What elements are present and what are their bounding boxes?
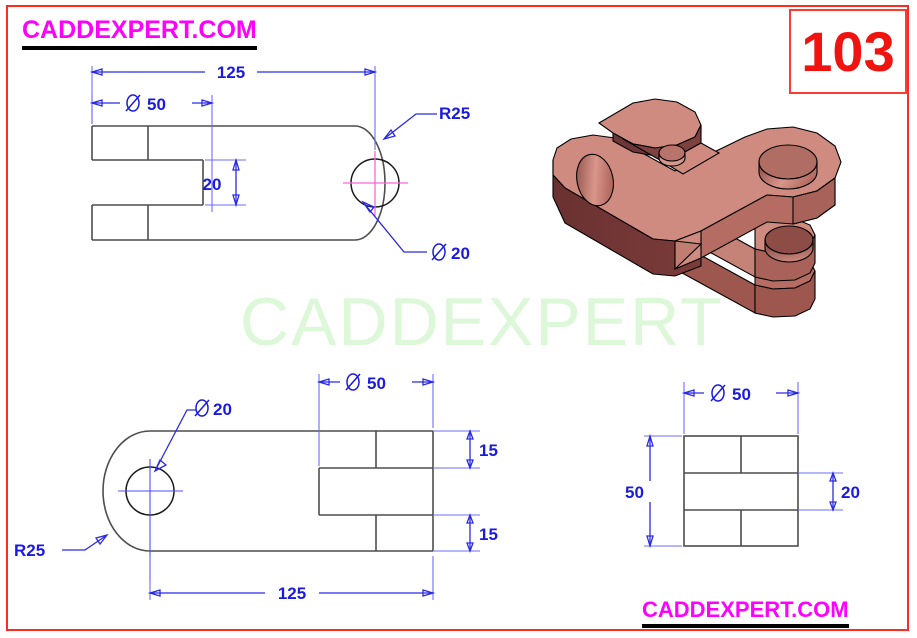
sheet-border (6, 5, 909, 631)
dim-label-20-top: 20 (203, 175, 222, 194)
dim-label-20-side: 20 (841, 483, 860, 502)
dim-label-D20-front: 20 (213, 400, 232, 419)
sheet-number-badge: 103 (789, 9, 907, 94)
top-logo-text: CADDEXPERT.COM (22, 16, 257, 44)
dim-label-R25-top: R25 (439, 104, 470, 123)
top-view: 125 50 20 (89, 62, 470, 263)
diameter-symbol-icon (710, 384, 726, 402)
diameter-symbol-icon (345, 373, 361, 391)
iso-solid-body (552, 98, 842, 318)
top-logo: CADDEXPERT.COM (22, 16, 257, 50)
top-view-outline (91, 125, 386, 241)
dimension-slot-width-top: 20 (203, 157, 246, 208)
dim-label-R25-front: R25 (14, 541, 45, 560)
side-view: 50 50 20 (622, 382, 860, 549)
dim-label-50-width-side: 50 (732, 385, 751, 404)
dimension-radius-top: R25 (382, 104, 470, 141)
front-view-outline (102, 430, 434, 552)
diameter-symbol-icon (431, 243, 447, 261)
diameter-symbol-icon (194, 399, 210, 417)
isometric-view (552, 98, 842, 318)
dimension-overall-length-front: 125 (147, 556, 436, 603)
dim-label-50-top: 50 (147, 95, 166, 114)
dim-label-50-front: 50 (367, 374, 386, 393)
bottom-logo-text: CADDEXPERT.COM (642, 597, 849, 622)
bottom-logo-underline (642, 624, 849, 628)
dim-label-125-front: 125 (278, 584, 306, 603)
dimension-lower-prong-front: 15 (433, 513, 498, 553)
sheet-number: 103 (801, 19, 895, 83)
dimension-slot-gap-side: 20 (798, 471, 860, 512)
side-view-outline (683, 435, 799, 547)
top-view-hole-centerlines (343, 151, 408, 216)
watermark: CADDEXPERT (240, 284, 724, 360)
bottom-logo: CADDEXPERT.COM (642, 597, 849, 628)
dimension-upper-prong-front: 15 (433, 429, 498, 470)
dimension-eye-diameter-top: 50 (89, 92, 215, 212)
top-logo-underline (22, 46, 257, 50)
dim-label-15-upper: 15 (479, 441, 498, 460)
dim-label-125-top: 125 (217, 63, 245, 82)
dimension-eye-diameter-front: 50 (316, 371, 436, 466)
dimension-hole-diameter-front: 20 (153, 399, 232, 473)
diameter-symbol-icon (125, 94, 141, 112)
dim-label-D20-top: 20 (451, 244, 470, 263)
dimension-height-side: 50 (622, 433, 682, 549)
dimension-hole-diameter-top: 20 (361, 200, 470, 263)
dimension-width-side: 50 (681, 382, 801, 434)
dimension-radius-front: R25 (14, 533, 109, 560)
dim-label-15-lower: 15 (479, 525, 498, 544)
dim-label-50-height-side: 50 (625, 483, 644, 502)
front-view: 20 R25 50 1 (14, 371, 498, 603)
